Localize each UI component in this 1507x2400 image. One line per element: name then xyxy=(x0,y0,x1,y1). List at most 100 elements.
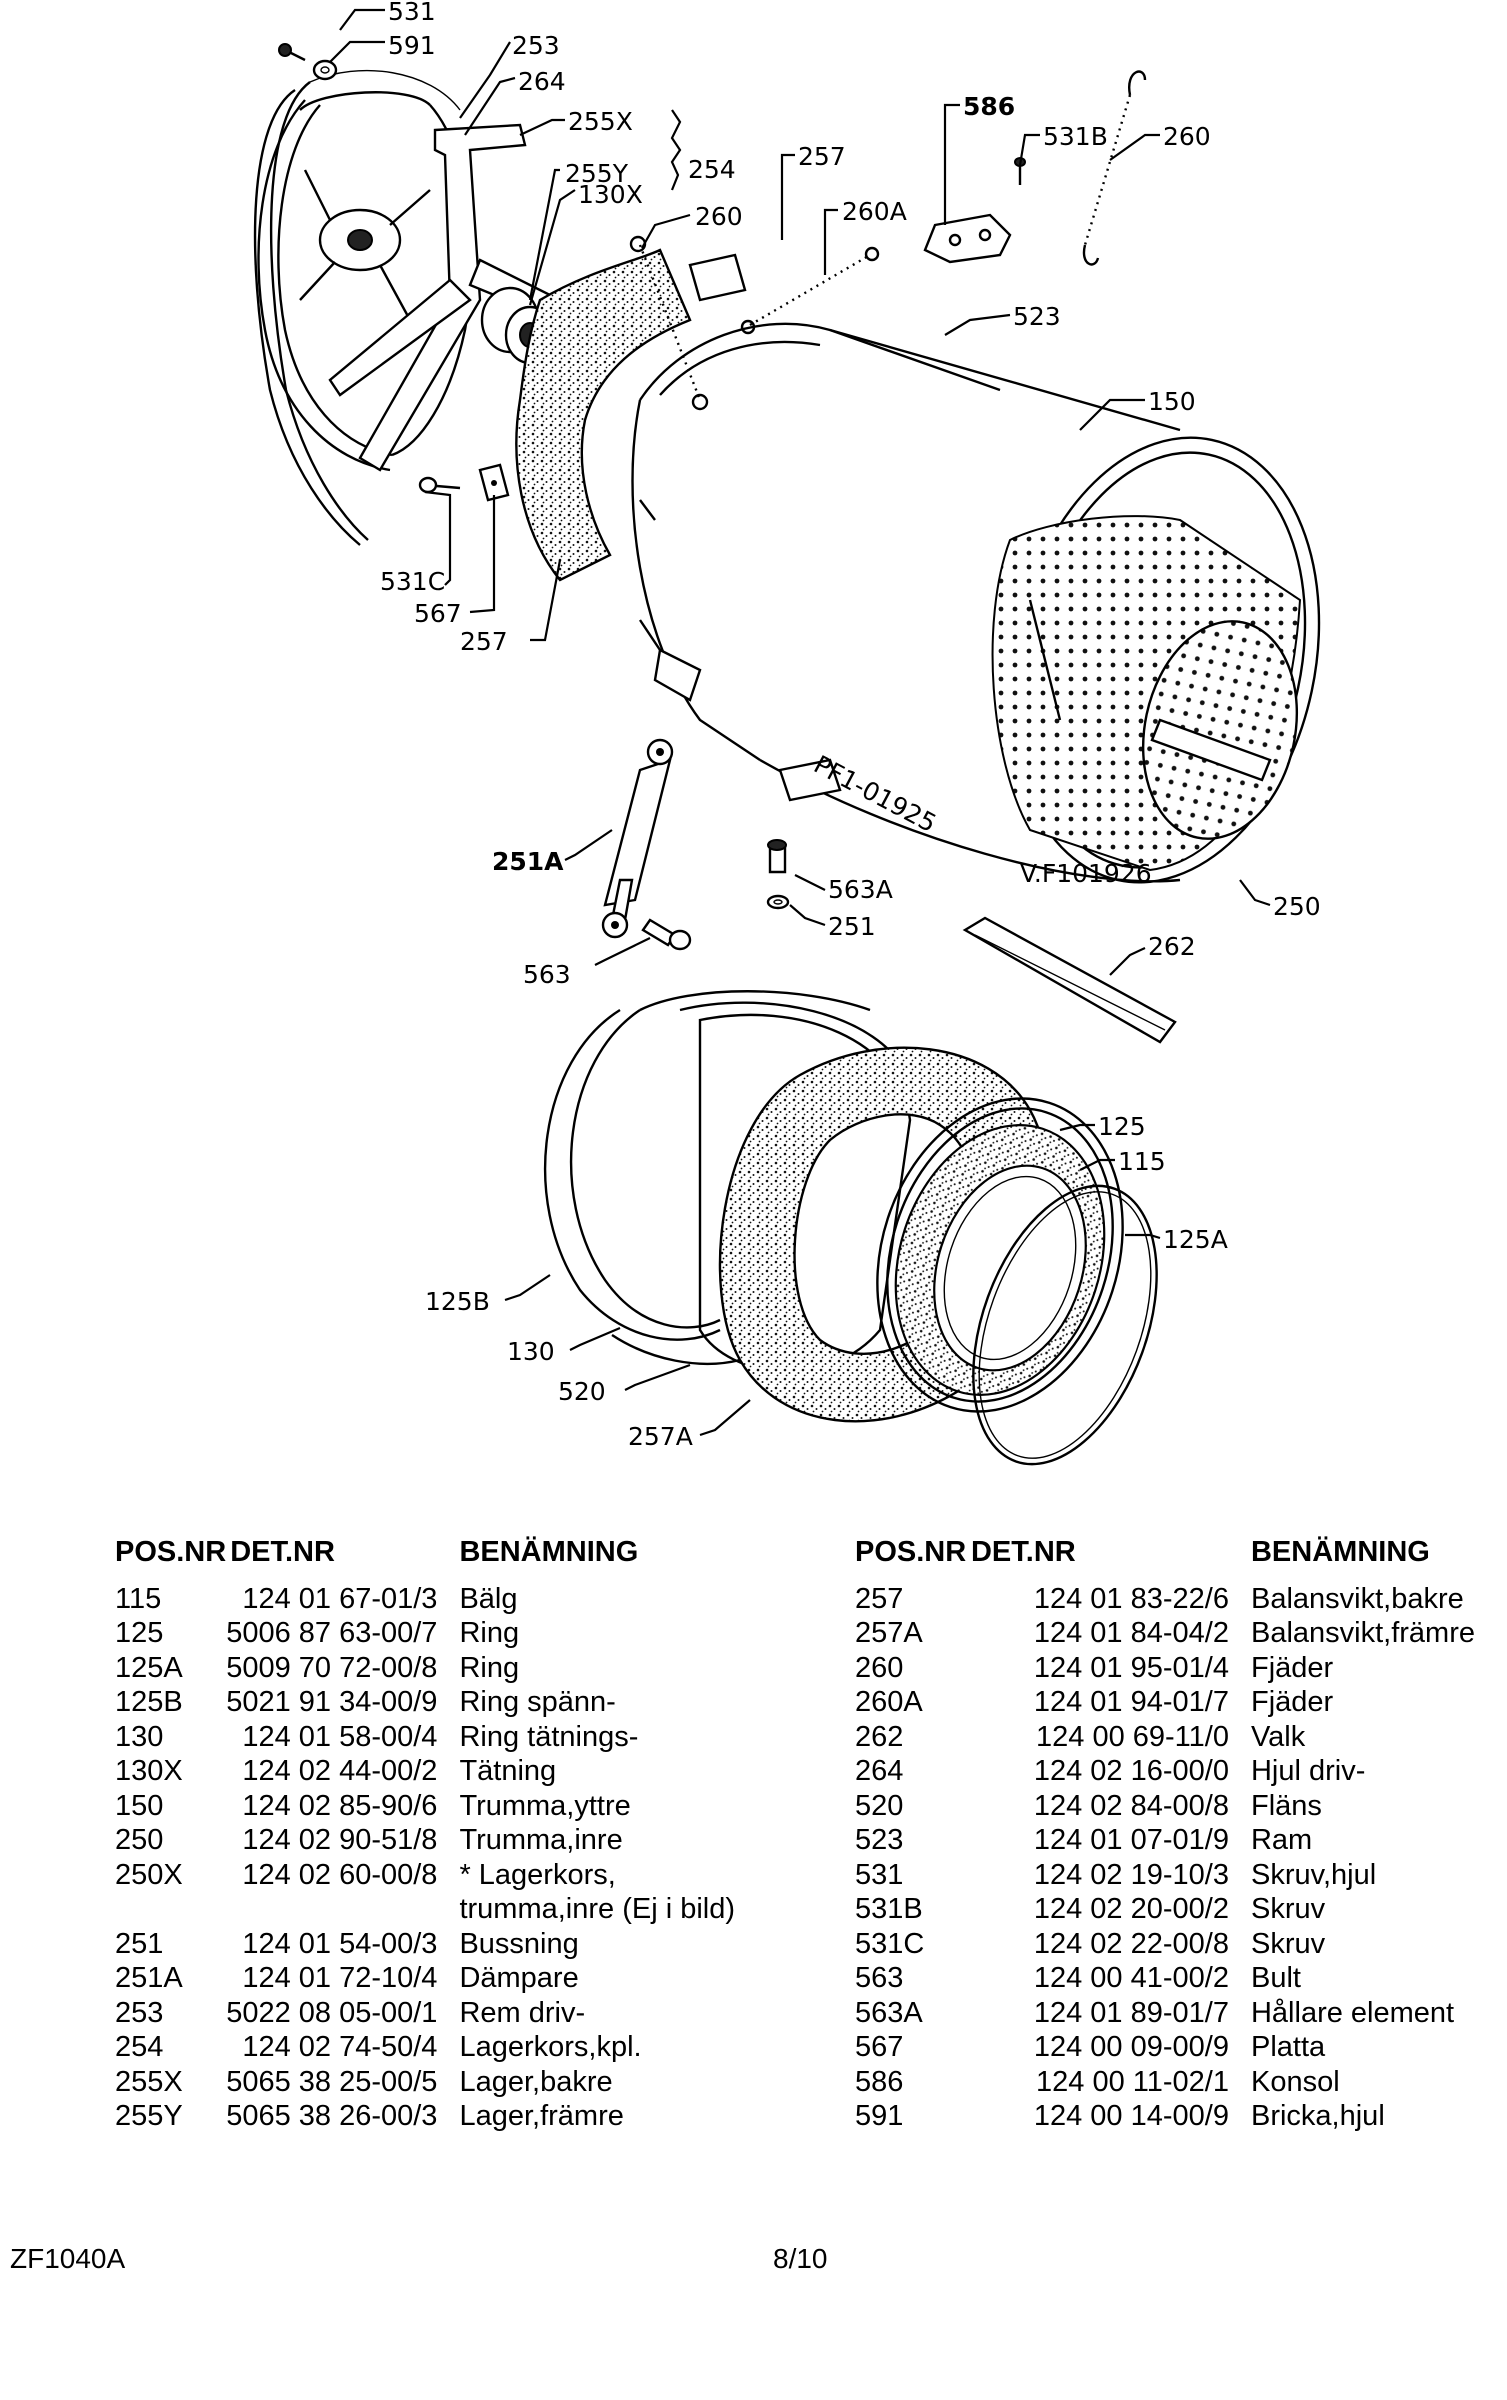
svg-text:563: 563 xyxy=(523,960,571,989)
cell-pos: 264 xyxy=(855,1755,904,1787)
cell-name: Hållare element xyxy=(1250,1996,1455,2029)
svg-text:262: 262 xyxy=(1148,932,1196,961)
cell-pos: 250 xyxy=(115,1824,164,1856)
cell-det: 124 01 67-01/3 xyxy=(242,1582,438,1615)
cell-name: * Lagerkors, xyxy=(459,1858,616,1891)
cell-pos: 253 xyxy=(115,1996,164,2029)
cell-det: 124 02 74-50/4 xyxy=(242,2031,438,2063)
cell-name: Platta xyxy=(1250,2031,1326,2063)
cell-pos: 262 xyxy=(855,1720,904,1753)
cell-pos: 130 xyxy=(115,1720,164,1753)
cell-pos: 125A xyxy=(115,1651,183,1684)
header-det: DET.NR xyxy=(970,1536,1076,1568)
svg-text:255X: 255X xyxy=(568,107,633,136)
svg-text:250: 250 xyxy=(1273,892,1321,921)
cell-det: 124 01 72-10/4 xyxy=(242,1962,438,1994)
cell-name: Ring tätnings- xyxy=(459,1720,639,1753)
holder-563a xyxy=(767,839,787,874)
cell-name: Bussning xyxy=(459,1927,579,1960)
screw-531c xyxy=(418,476,461,494)
svg-text:531C: 531C xyxy=(380,567,445,596)
cell-det: 124 01 07-01/9 xyxy=(1033,1824,1229,1856)
baffle-262 xyxy=(962,916,1177,1044)
cell-pos: 260 xyxy=(855,1651,904,1684)
cell-det: 5022 08 05-00/1 xyxy=(226,1996,438,2029)
cell-pos: 251 xyxy=(115,1927,164,1960)
spring-260-right xyxy=(1082,70,1147,266)
svg-text:257: 257 xyxy=(798,142,846,171)
svg-text:254: 254 xyxy=(688,155,736,184)
table-header-row: POS.NR DET.NR BENÄMNING xyxy=(115,1535,735,1582)
cell-det: 124 00 09-00/9 xyxy=(1033,2031,1229,2063)
header-det: DET.NR xyxy=(230,1536,335,1568)
bushing-251 xyxy=(766,894,790,910)
frame-523 xyxy=(688,253,747,302)
svg-text:563A: 563A xyxy=(828,875,893,904)
cell-pos: 260A xyxy=(855,1686,923,1718)
cell-det: 124 00 69-11/0 xyxy=(1036,1720,1229,1753)
cell-det: 124 01 54-00/3 xyxy=(242,1927,438,1960)
cell-name: Ring xyxy=(459,1617,520,1649)
svg-text:130: 130 xyxy=(507,1337,555,1366)
rear-counterweight-257 xyxy=(515,248,692,582)
cell-det: 5021 91 34-00/9 xyxy=(226,1686,438,1718)
cell-det: 124 02 85-90/6 xyxy=(242,1789,438,1822)
cell-pos: 563 xyxy=(855,1962,904,1994)
spring-260a xyxy=(740,246,880,335)
cell-name: Lagerkors,kpl. xyxy=(459,2031,642,2063)
parts-table-left: POS.NR DET.NR BENÄMNING 115 124 01 67-01/… xyxy=(115,1535,735,2134)
plate-567 xyxy=(478,463,510,502)
cell-name: Skruv xyxy=(1250,1893,1326,1925)
cell-pos: 115 xyxy=(115,1582,162,1615)
cell-name: Hjul driv- xyxy=(1250,1755,1366,1787)
cell-det: 124 01 95-01/4 xyxy=(1033,1651,1229,1684)
cell-name: Fjäder xyxy=(1250,1686,1334,1718)
cell-name: Bricka,hjul xyxy=(1250,2100,1385,2132)
cell-name: Konsol xyxy=(1250,2065,1340,2098)
cell-det: 124 02 84-00/8 xyxy=(1033,1789,1229,1822)
cell-det: 124 02 20-00/2 xyxy=(1033,1893,1229,1925)
cell-name: Ram xyxy=(1250,1824,1313,1856)
cell-name: Valk xyxy=(1250,1720,1306,1753)
cell-pos: 257 xyxy=(855,1582,904,1615)
svg-text:251A: 251A xyxy=(492,847,564,876)
cell-pos: 250X xyxy=(115,1858,183,1891)
exploded-parts-diagram: PF1-01925 V.F101926 xyxy=(253,0,1321,1466)
bellows-115 xyxy=(894,1124,1106,1396)
inner-drum-250 xyxy=(991,515,1302,872)
cell-name: Rem driv- xyxy=(459,1996,586,2029)
cell-pos: 523 xyxy=(855,1824,904,1856)
svg-text:520: 520 xyxy=(558,1377,606,1406)
table-header-row: POS.NR DET.NR BENÄMNING xyxy=(855,1535,1475,1582)
cell-pos: 125 xyxy=(115,1617,164,1649)
svg-text:125A: 125A xyxy=(1163,1225,1228,1254)
cell-pos: 531 xyxy=(855,1858,904,1891)
svg-text:260: 260 xyxy=(1163,122,1211,151)
cell-det: 124 00 41-00/2 xyxy=(1033,1962,1229,1994)
cell-det: 124 01 94-01/7 xyxy=(1033,1686,1229,1718)
cell-pos: 591 xyxy=(855,2100,904,2132)
cell-name: Fläns xyxy=(1250,1789,1322,1822)
svg-text:257: 257 xyxy=(460,627,508,656)
svg-text:125B: 125B xyxy=(425,1287,490,1316)
svg-text:125: 125 xyxy=(1098,1112,1146,1141)
cell-pos: 257A xyxy=(855,1617,923,1649)
washer-591 xyxy=(278,43,338,81)
svg-text:PF1-01925: PF1-01925 xyxy=(809,750,941,838)
cell-pos: 531B xyxy=(855,1893,923,1925)
table-row: 260A 124 01 94-01/7 Fjäder xyxy=(855,1685,1475,1720)
cell-det: 124 02 22-00/8 xyxy=(1033,1927,1229,1960)
cell-name: Tätning xyxy=(459,1755,557,1787)
